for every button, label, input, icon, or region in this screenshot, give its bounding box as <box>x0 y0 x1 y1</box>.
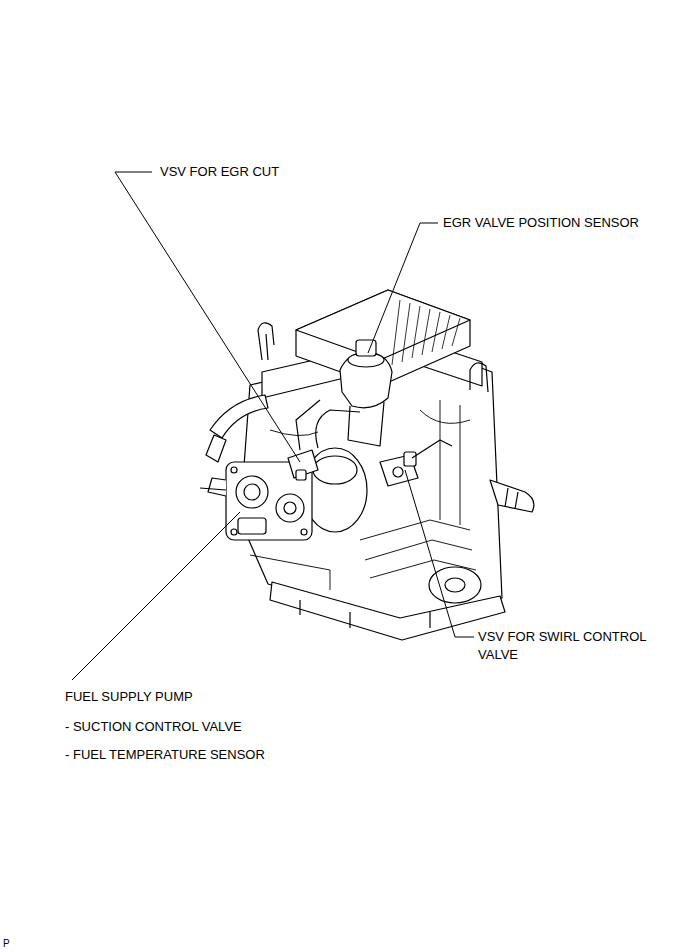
leader-line <box>115 172 300 462</box>
part-label: EGR VALVE POSITION SENSOR <box>443 214 639 232</box>
sub-part-label: - FUEL TEMPERATURE SENSOR <box>65 746 265 764</box>
page-mark: P <box>3 938 10 950</box>
leader-line <box>405 470 474 637</box>
part-label: FUEL SUPPLY PUMP <box>65 688 193 706</box>
leader-line <box>368 223 438 353</box>
part-label: VSV FOR SWIRL CONTROL VALVE <box>478 628 658 664</box>
leader-line <box>72 512 240 680</box>
part-label: VSV FOR EGR CUT <box>160 163 279 181</box>
sub-part-label: - SUCTION CONTROL VALVE <box>65 718 242 736</box>
